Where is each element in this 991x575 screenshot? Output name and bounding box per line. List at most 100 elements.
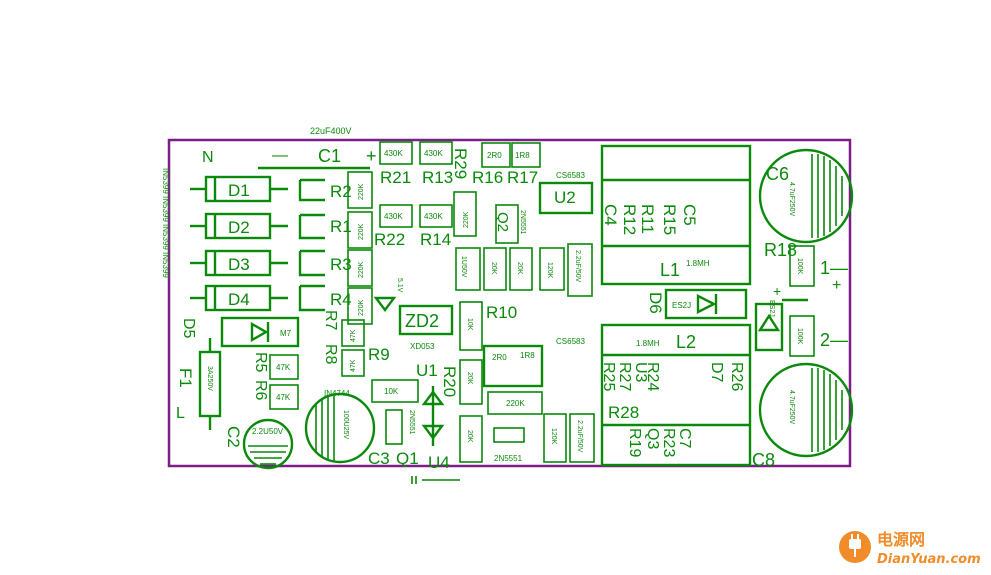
inductor-l1-block bbox=[600, 144, 752, 286]
value-47uf-1: 4.7uF250V bbox=[788, 182, 795, 217]
value-100k-2: 100K bbox=[796, 328, 803, 345]
output-2-minus: 2— bbox=[820, 330, 848, 350]
label-c5: C5 bbox=[680, 204, 699, 226]
value-47k-2: 47K bbox=[276, 393, 291, 402]
label-c1: C1 bbox=[318, 146, 341, 166]
label-r10: R10 bbox=[486, 303, 517, 322]
value-2n5551-q1: 2N5551 bbox=[408, 410, 415, 435]
label-zd2: ZD2 bbox=[405, 311, 439, 331]
label-l-ref: L bbox=[176, 405, 185, 422]
label-q2: Q2 bbox=[494, 212, 511, 232]
output-1-plus: + bbox=[832, 277, 841, 294]
label-r24: R24 bbox=[644, 362, 661, 391]
value-22u50v: 2.2U50V bbox=[252, 427, 284, 436]
resistor-47k-2 bbox=[269, 384, 299, 410]
label-l1: L1 bbox=[660, 260, 680, 280]
label-r2: R2 bbox=[330, 182, 352, 201]
label-u2: U2 bbox=[554, 188, 576, 207]
label-c8: C8 bbox=[752, 450, 775, 470]
value-120k-1: 120K bbox=[546, 262, 553, 279]
value-220k-3: 220K bbox=[358, 261, 365, 278]
value-10k-1: 10K bbox=[466, 318, 473, 331]
cap-1u50v bbox=[455, 247, 481, 291]
value-100k-1: 100K bbox=[796, 258, 803, 275]
label-c7: C7 bbox=[676, 428, 693, 449]
label-u4: U4 bbox=[428, 453, 450, 472]
resistor-20k-3 bbox=[459, 359, 483, 405]
label-r6: R6 bbox=[252, 380, 269, 401]
transistor-q2 bbox=[495, 204, 519, 244]
label-r9: R9 bbox=[368, 345, 390, 364]
value-430k-4: 430K bbox=[424, 212, 443, 221]
label-r13: R13 bbox=[422, 168, 453, 187]
label-d6: D6 bbox=[646, 292, 665, 314]
label-r21: R21 bbox=[380, 168, 411, 187]
resistor-220k-b bbox=[487, 391, 543, 415]
value-100u25v: 100U25V bbox=[342, 410, 349, 440]
value-1r8-top: 1R8 bbox=[515, 151, 530, 160]
side-diode-list: IN5399 IN5399 IN5399 IN5399 bbox=[161, 168, 170, 278]
cap-22uf-2 bbox=[569, 413, 595, 463]
diode-d2: D2 bbox=[190, 212, 288, 240]
value-10k-2: 10K bbox=[384, 387, 399, 396]
resistor-47k-1 bbox=[269, 354, 299, 380]
label-r5: R5 bbox=[252, 352, 269, 373]
value-2r0-top: 2R0 bbox=[487, 151, 502, 160]
resistor-100k-2 bbox=[789, 315, 815, 357]
value-47uf-2: 4.7uF250V bbox=[788, 390, 795, 425]
diode-d7-body bbox=[754, 302, 784, 352]
label-c4: C4 bbox=[601, 204, 620, 226]
resistor-47k-4 bbox=[341, 349, 365, 377]
label-r4: R4 bbox=[330, 290, 352, 309]
cap-c6 bbox=[758, 148, 854, 244]
label-q1: Q1 bbox=[396, 449, 419, 468]
board-outline bbox=[167, 138, 852, 468]
value-es2j-2: ES2J bbox=[768, 300, 775, 317]
cap-100u bbox=[304, 392, 376, 464]
resistor-100k-1 bbox=[789, 245, 815, 287]
label-d3: D3 bbox=[228, 255, 250, 274]
label-c3: C3 bbox=[368, 449, 390, 468]
diode-d4: D4 bbox=[190, 284, 288, 312]
value-22uf-1: 2.2uF/50V bbox=[574, 250, 581, 283]
value-cs6583-top: CS6583 bbox=[556, 171, 585, 180]
value-47k-1: 47K bbox=[276, 363, 291, 372]
label-r25: R25 bbox=[600, 362, 617, 391]
value-1u50v: 1U50V bbox=[460, 256, 467, 278]
bottom-fine-marks bbox=[411, 476, 460, 484]
transistor-2n5551-lower bbox=[493, 427, 525, 443]
watermark-name: 电源网 bbox=[877, 530, 925, 549]
resistor-430k-group: 430K 430K 430K 430K bbox=[379, 141, 453, 228]
label-n: N bbox=[202, 149, 214, 166]
value-220k-1: 220K bbox=[358, 183, 365, 200]
resistor-47k-3 bbox=[341, 319, 365, 347]
resistor-r3: R3 bbox=[298, 249, 352, 277]
label-r27: R27 bbox=[616, 362, 633, 391]
resistor-120k-1 bbox=[539, 247, 565, 291]
resistor-120k-2 bbox=[543, 413, 567, 463]
label-q3: Q3 bbox=[644, 428, 661, 449]
label-l2: L2 bbox=[676, 332, 696, 352]
label-u3: U3 bbox=[632, 362, 649, 383]
cap-22uf-1 bbox=[567, 243, 593, 297]
diode-d6 bbox=[664, 288, 748, 320]
resistor-r1: R1 bbox=[298, 213, 352, 240]
output-2-plus: + bbox=[773, 283, 781, 299]
diode-d3: D3 bbox=[190, 249, 288, 277]
label-c6: C6 bbox=[766, 164, 789, 184]
label-r18: R18 bbox=[764, 240, 797, 260]
resistor-10k-2 bbox=[371, 379, 419, 403]
value-220k-2: 220K bbox=[358, 223, 365, 240]
cap-c8-hatch bbox=[811, 368, 843, 452]
value-1-8mh-2: 1.8MH bbox=[636, 339, 660, 348]
cap-c8 bbox=[758, 362, 854, 458]
d5-arrow bbox=[250, 321, 269, 343]
watermark-url: DianYuan.com bbox=[877, 552, 981, 567]
resistor-220k-column: 220K 220K 220K 220K bbox=[347, 171, 373, 325]
output-1-minus: 1— bbox=[820, 258, 848, 278]
header-capacitor-value: 22uF400V bbox=[310, 126, 352, 136]
label-r7: R7 bbox=[322, 310, 339, 331]
watermark: 电源网 DianYuan.com bbox=[839, 530, 981, 567]
label-f1: F1 bbox=[176, 368, 195, 388]
